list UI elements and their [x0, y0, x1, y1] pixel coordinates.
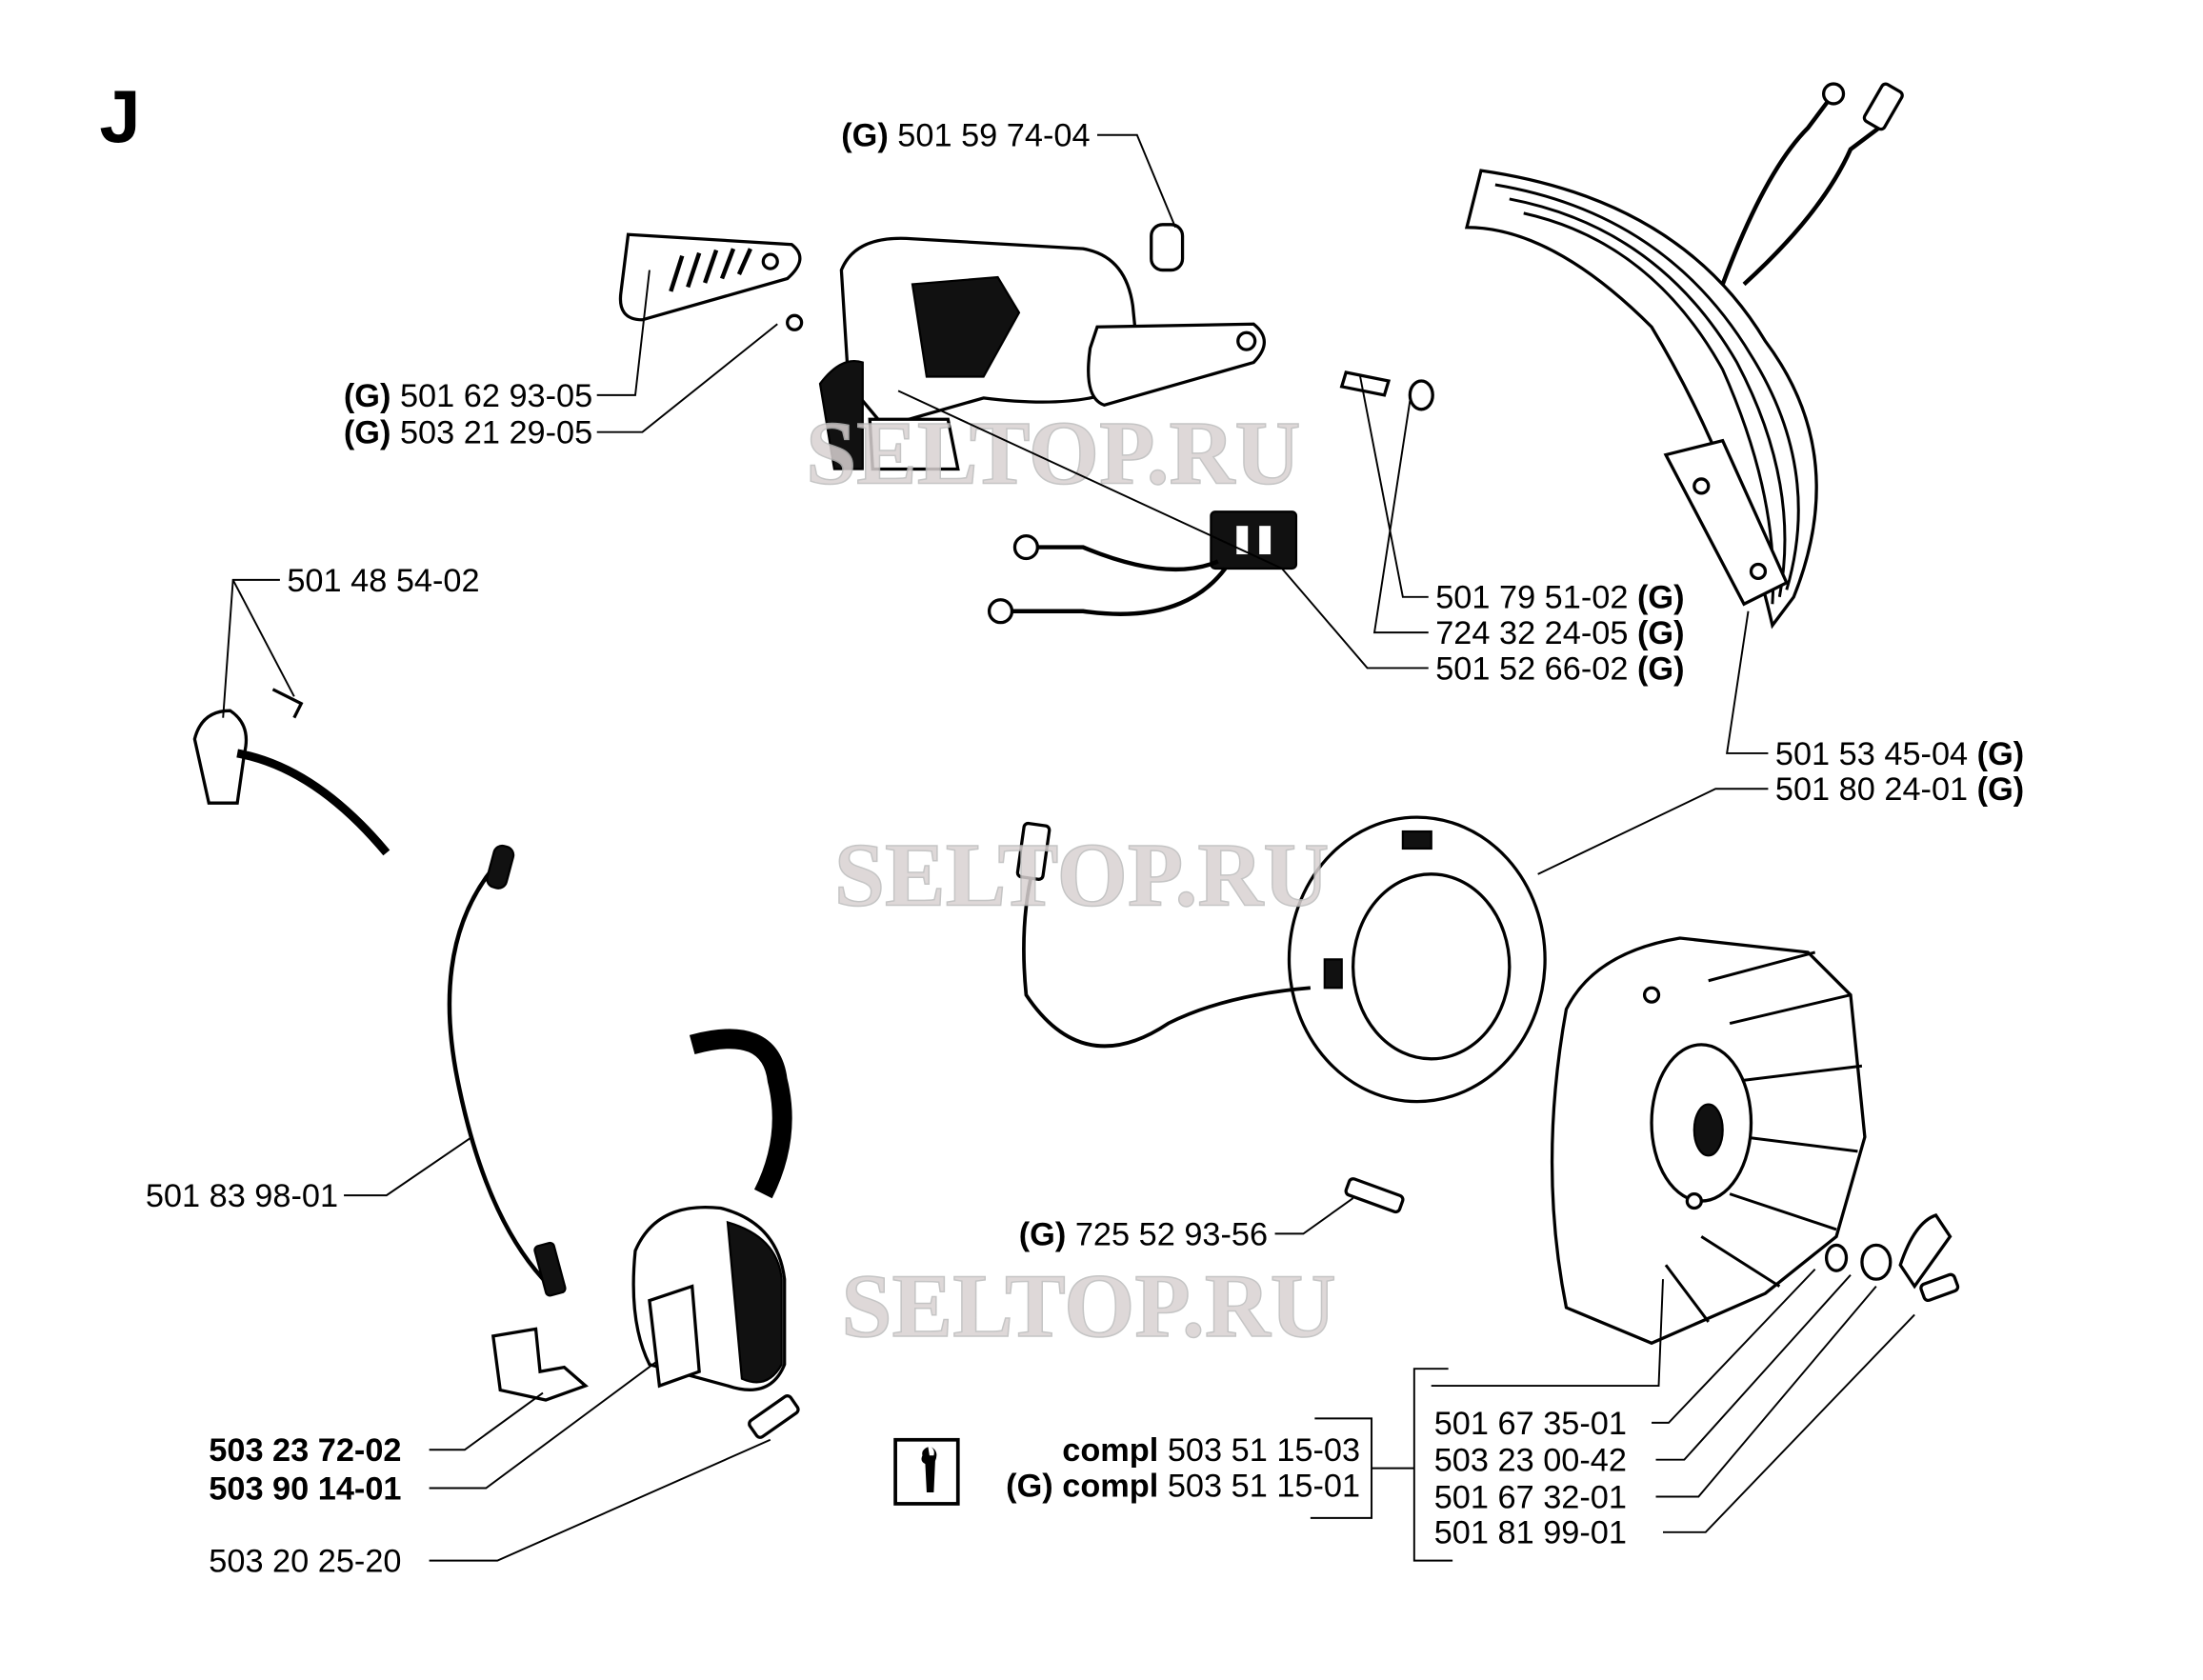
watermark: SELTOP.RU — [841, 1255, 1335, 1356]
ignition-coil-bracket-part — [1464, 82, 1904, 630]
part-label-725-52-93-56: (G) 725 52 93-56 — [1019, 1216, 1268, 1252]
part-label-501-59-74-04: (G) 501 59 74-04 — [841, 118, 1090, 154]
part-label-503-23-00-42: 503 23 00-42 — [1434, 1443, 1627, 1479]
ignition-module-cover-part — [618, 232, 804, 331]
service-kit-wrench-icon — [893, 1437, 960, 1506]
watermark: SELTOP.RU — [834, 825, 1329, 926]
kit-label-503-51-15-01: (G) compl 503 51 15-01 — [1006, 1468, 1360, 1504]
part-label-501-83-98-01: 501 83 98-01 — [146, 1178, 338, 1214]
part-label-501-81-99-01: 501 81 99-01 — [1434, 1515, 1627, 1551]
part-label-501-48-54-02: 501 48 54-02 — [287, 563, 479, 599]
part-label-501-52-66-02: 501 52 66-02 (G) — [1435, 650, 1684, 687]
part-label-503-90-14-01: 503 90 14-01 — [209, 1470, 401, 1507]
high-tension-lead-part — [447, 844, 567, 1297]
part-label-501-67-35-01: 501 67 35-01 — [1434, 1406, 1627, 1442]
part-label-501-62-93-05: (G) 501 62 93-05 — [344, 378, 592, 414]
part-label-503-21-29-05: (G) 503 21 29-05 — [344, 415, 592, 451]
part-label-501-80-24-01: 501 80 24-01 (G) — [1775, 771, 2024, 808]
stop-switch-part — [987, 510, 1298, 625]
part-label-501-53-45-04: 501 53 45-04 (G) — [1775, 736, 2024, 772]
part-label-724-32-24-05: 724 32 24-05 (G) — [1435, 615, 1684, 651]
ignition-coil-part — [491, 1029, 800, 1439]
flywheel-screw-part — [1344, 1177, 1405, 1214]
part-label-503-20-25-20: 503 20 25-20 — [209, 1544, 401, 1580]
screw-part — [1339, 370, 1434, 411]
switch-bracket-part — [818, 223, 1267, 471]
section-letter: J — [99, 76, 140, 158]
part-label-503-23-72-02: 503 23 72-02 — [209, 1432, 401, 1469]
leader-lines — [222, 133, 1915, 1562]
stop-switch-lever-part — [192, 688, 391, 856]
watermark: SELTOP.RU — [806, 402, 1300, 503]
stator-ring-part — [1015, 815, 1547, 1104]
flywheel-part — [1550, 936, 1960, 1346]
kit-label-503-51-15-03: compl 503 51 15-03 — [1062, 1432, 1360, 1469]
part-label-501-79-51-02: 501 79 51-02 (G) — [1435, 580, 1684, 616]
part-label-501-67-32-01: 501 67 32-01 — [1434, 1479, 1627, 1515]
